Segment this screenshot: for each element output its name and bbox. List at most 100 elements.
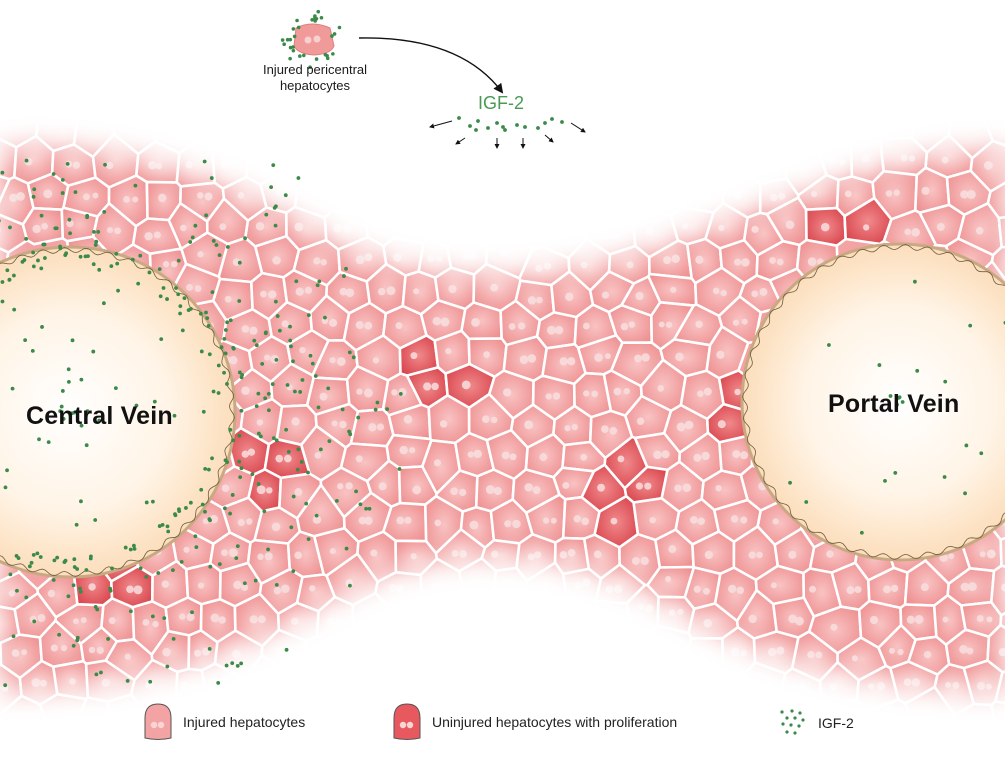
igf2-dot <box>274 357 279 362</box>
igf2-dot <box>225 460 230 465</box>
igf2-dot <box>7 277 12 282</box>
igf2-dot <box>230 661 235 666</box>
igf2-dot <box>199 487 204 492</box>
igf2-dot <box>316 405 321 410</box>
igf2-dot <box>291 48 296 53</box>
igf2-dot <box>103 162 107 167</box>
igf2-dot <box>210 456 214 461</box>
igf2-dot <box>63 558 68 563</box>
igf2-dot <box>93 605 98 609</box>
igf2-dot <box>284 427 289 432</box>
igf2-dot <box>294 279 299 284</box>
injured-pericentral-caption: Injured pericentral hepatocytes <box>240 62 390 94</box>
igf2-dot <box>274 438 279 443</box>
igf2-dot <box>3 683 8 688</box>
igf2-dot <box>398 392 403 396</box>
igf2-dot <box>262 509 267 514</box>
injured-hepatocyte-icon <box>144 703 172 740</box>
igf2-secreted-label: IGF-2 <box>478 93 525 113</box>
igf2-dot <box>188 240 193 244</box>
igf2-dot <box>314 513 319 518</box>
igf2-dot <box>79 377 84 382</box>
igf2-dot <box>235 663 240 668</box>
igf2-dot <box>219 345 224 350</box>
igf2-dot <box>110 566 114 571</box>
igf2-dot <box>308 353 313 358</box>
igf2-dot <box>225 320 230 325</box>
igf2-dot <box>178 311 182 316</box>
igf2-dot <box>134 403 139 408</box>
igf2-dot <box>133 183 138 188</box>
igf2-dot <box>231 346 236 351</box>
igf2-dot <box>288 324 292 329</box>
igf2-dot <box>79 423 84 428</box>
injured-hepatocyte <box>21 206 65 246</box>
igf2-dot <box>128 547 133 552</box>
igf2-dot <box>10 386 15 391</box>
legend-injured-hepatocytes: Injured hepatocytes <box>143 702 305 742</box>
igf2-dot <box>274 583 279 587</box>
igf2-dot <box>84 443 89 448</box>
igf2-dot <box>225 245 230 249</box>
igf2-dot <box>256 431 261 436</box>
igf2-dot <box>295 467 300 472</box>
igf2-dot <box>326 386 331 391</box>
igf2-dot <box>109 264 114 269</box>
igf2-dot <box>269 185 274 189</box>
central-vein-label: Central Vein <box>26 402 173 430</box>
igf2-dot <box>288 56 292 61</box>
injured-hepatocyte <box>233 592 281 648</box>
igf2-dot <box>63 253 68 258</box>
igf2-dot <box>41 242 46 247</box>
hepatocyte-cells <box>0 60 1005 777</box>
igf2-dot <box>128 609 133 614</box>
igf2-dot <box>55 555 60 560</box>
igf2-dot <box>342 274 346 278</box>
igf2-dot <box>340 407 345 412</box>
igf2-dot <box>23 338 28 343</box>
igf2-dot <box>57 632 61 637</box>
igf2-dot <box>296 447 301 452</box>
igf2-dot <box>468 124 472 128</box>
igf2-dot <box>239 408 244 413</box>
igf2-dot <box>85 409 90 414</box>
igf2-dot <box>68 231 72 236</box>
igf2-dot <box>543 121 547 125</box>
igf2-dot <box>108 588 113 593</box>
igf2-dot <box>96 229 101 234</box>
igf2-dot <box>106 637 111 641</box>
igf2-dot <box>299 460 304 464</box>
igf2-dot <box>296 25 301 30</box>
igf2-dot <box>12 307 17 312</box>
igf2-dot <box>91 349 96 354</box>
igf2-dot <box>285 383 290 387</box>
legend-proliferating-hepatocytes: Uninjured hepatocytes with proliferation <box>392 702 677 742</box>
igf2-dot <box>206 467 211 472</box>
igf2-dot <box>3 485 8 490</box>
igf2-dot <box>319 15 324 20</box>
igf2-dot <box>266 391 271 396</box>
portal-vein <box>740 242 1005 562</box>
igf2-dot <box>150 614 155 619</box>
igf2-dot <box>258 434 263 439</box>
igf2-dot <box>16 556 21 561</box>
igf2-dot <box>31 250 36 255</box>
igf2-dot <box>0 170 5 175</box>
igf2-dot <box>495 121 499 125</box>
igf2-dot <box>237 459 242 464</box>
injured-hepatocyte <box>990 245 1005 282</box>
igf2-dot <box>29 560 34 565</box>
igf2-dot <box>270 382 275 387</box>
igf2-dot <box>327 439 332 444</box>
igf2-dot <box>177 507 181 512</box>
igf2-dot <box>223 351 228 356</box>
igf2-dot <box>165 524 170 529</box>
igf2-dot <box>501 125 505 129</box>
igf2-dot <box>239 661 244 666</box>
igf2-dot <box>144 500 149 505</box>
igf2-dot <box>203 509 207 514</box>
igf2-dot <box>323 315 327 320</box>
igf2-dot <box>344 266 348 271</box>
igf2-dot <box>204 213 209 218</box>
